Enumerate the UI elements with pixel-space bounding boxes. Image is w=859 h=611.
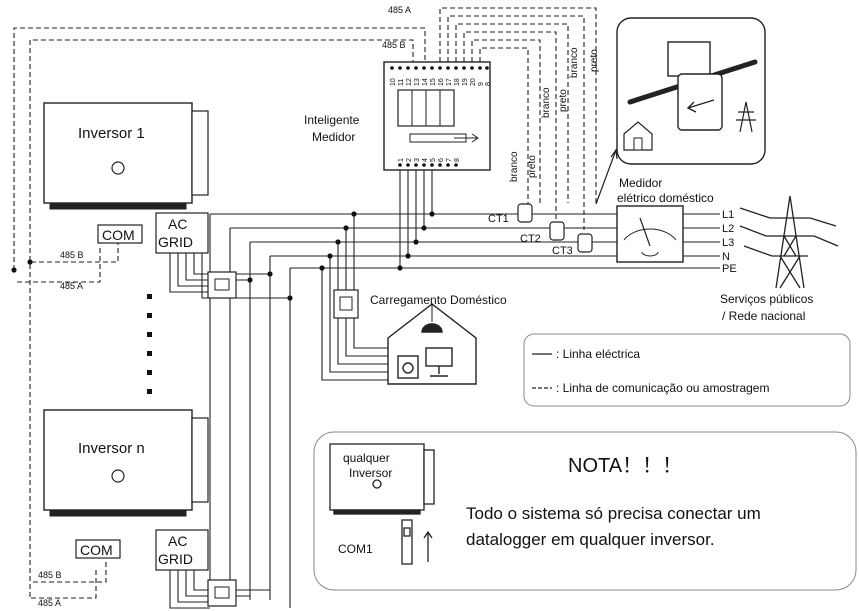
transmission-tower-icon [739, 195, 839, 289]
com-label-n: COM [80, 542, 113, 558]
note-text-1: Todo o sistema só precisa conectar um [466, 504, 761, 523]
com-box-1 [97, 224, 143, 244]
utility-label-1: Serviços públicos [720, 292, 813, 306]
meter-bottom-terminal-8: 8 [454, 158, 461, 162]
ac-grid-box-n [155, 529, 209, 571]
meter-title-2: Medidor [312, 130, 355, 144]
meter-bottom-terminal-1: 1 [398, 158, 405, 162]
meter-top-terminal-13: 13 [414, 78, 421, 86]
label-485b-top: 485 B [382, 40, 406, 50]
com-box-n [75, 539, 121, 559]
house-meter [616, 205, 684, 263]
line-label-l3: L3 [722, 237, 734, 249]
inverter-n-label: Inversor n [78, 440, 145, 457]
ct-detail-arrow [595, 149, 617, 205]
ac-label-n: AC [168, 533, 187, 549]
meter-top-terminal-11: 11 [398, 79, 405, 86]
wire-label-branco-2: branco [541, 87, 552, 118]
note-title: NOTA！！！ [568, 455, 682, 477]
inverter-1 [43, 102, 209, 210]
inverter-1-label: Inversor 1 [78, 125, 145, 142]
meter-top-terminal-20: 20 [470, 78, 477, 86]
note-text-2: datalogger em qualquer inversor. [466, 530, 715, 549]
ct2-label: CT2 [520, 233, 541, 245]
load-label: Carregamento Doméstico [370, 293, 507, 307]
meter-top-terminal-14: 14 [422, 78, 429, 86]
utility-label-2: / Rede nacional [722, 309, 805, 323]
wire-label-preto-3: preto [589, 49, 600, 72]
meter-bottom-terminal-7: 7 [446, 158, 453, 162]
label-485b-invn: 485 B [38, 570, 62, 580]
ct3-label: CT3 [552, 245, 573, 257]
label-485a-inv1: 485 A [60, 281, 83, 291]
more-inverters-dots [147, 294, 152, 394]
note-com1-label: COM1 [338, 542, 373, 556]
meter-top-terminals [390, 66, 489, 70]
meter-title-1: Inteligente [304, 113, 360, 127]
ct-clamps [517, 203, 593, 253]
label-485b-inv1: 485 B [60, 250, 84, 260]
line-label-pe: PE [722, 263, 737, 275]
line-label-n: N [722, 251, 730, 263]
line-label-l2: L2 [722, 223, 734, 235]
com-label-1: COM [102, 227, 135, 243]
label-485a-invn: 485 A [38, 598, 61, 608]
meter-top-terminal-9: 9 [478, 82, 485, 86]
grid-label-1: GRID [158, 234, 193, 250]
wire-label-branco-1: branco [509, 151, 520, 182]
note-any-inverter-2: Inversor [349, 466, 392, 480]
meter-bottom-terminal-3: 3 [414, 158, 421, 162]
meter-top-terminal-16: 16 [438, 78, 445, 86]
house-load-icon [387, 303, 477, 385]
meter-top-terminal-12: 12 [406, 78, 413, 86]
breaker-load [333, 289, 359, 319]
meter-bottom-terminal-4: 4 [422, 158, 429, 162]
meter-top-terminal-8: 8 [485, 82, 492, 86]
legend-power-text: : Linha eléctrica [556, 347, 640, 361]
inverter-n [43, 409, 209, 517]
ct1-label: CT1 [488, 213, 509, 225]
ac-label-1: AC [168, 216, 187, 232]
label-485a-top: 485 A [388, 5, 411, 15]
wire-label-preto-2: preto [558, 89, 569, 112]
breaker-1 [207, 271, 237, 299]
meter-top-terminal-17: 17 [446, 78, 453, 86]
breaker-n [207, 579, 237, 607]
smart-meter [383, 61, 491, 171]
note-panel [313, 431, 857, 591]
meter-top-terminal-15: 15 [430, 78, 437, 86]
house-meter-label-1: Medidor [619, 176, 662, 190]
meter-bottom-terminal-2: 2 [406, 158, 413, 162]
meter-top-terminal-18: 18 [454, 78, 461, 86]
ct-detail-inset [616, 17, 766, 165]
meter-top-terminal-19: 19 [462, 78, 469, 86]
meter-top-terminal-10: 10 [390, 78, 397, 86]
meter-bottom-terminals [398, 163, 458, 167]
legend-comm-text: : Linha de comunicação ou amostragem [556, 381, 769, 395]
communication-lines [13, 7, 597, 599]
meter-bottom-terminal-6: 6 [438, 158, 445, 162]
legend-box [523, 333, 851, 407]
house-meter-label-2: elétrico doméstico [617, 191, 714, 205]
line-label-l1: L1 [722, 209, 734, 221]
meter-bottom-terminal-5: 5 [430, 158, 437, 162]
wire-label-branco-3: branco [569, 47, 580, 78]
ac-grid-box-1 [155, 212, 209, 254]
note-inverter-icon [329, 443, 435, 565]
note-any-inverter-1: qualquer [343, 451, 390, 465]
grid-label-n: GRID [158, 551, 193, 567]
wire-label-preto-1: preto [527, 155, 538, 178]
